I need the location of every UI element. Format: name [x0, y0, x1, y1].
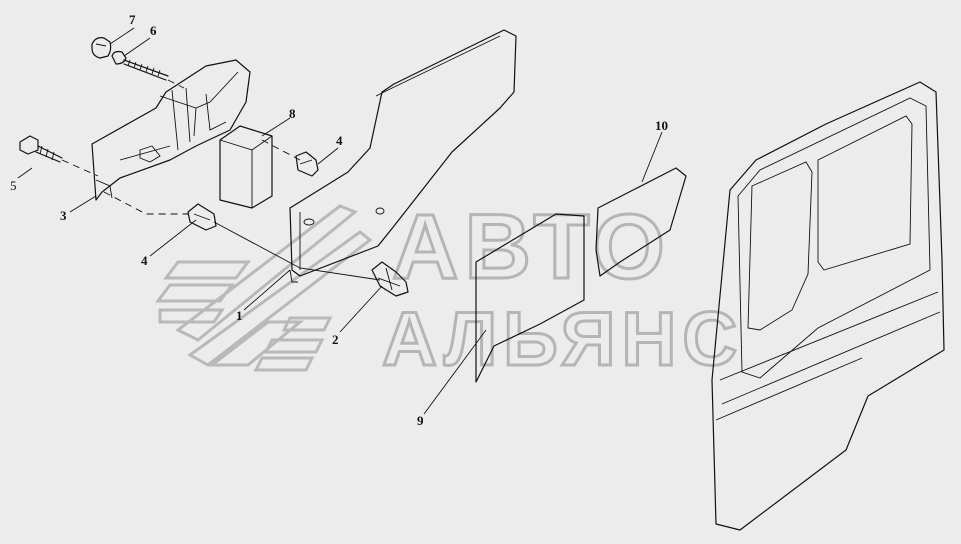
part-6-screw: [111, 50, 169, 81]
part-3-bracket: [91, 59, 251, 201]
callout-9: 9: [417, 413, 424, 428]
callout-1: 1: [236, 308, 243, 323]
part-4-clip-lower: [187, 203, 217, 231]
watermark-line2: АЛЬЯНС: [382, 297, 743, 382]
watermark-line1: АВТО: [392, 196, 671, 298]
part-5-bolt: [19, 135, 63, 163]
part-9-panel: [475, 213, 585, 383]
part-4-clip-upper: [295, 151, 319, 177]
part-7-cap: [91, 37, 112, 59]
leader-lines: [17, 27, 663, 415]
callout-4-lower: 4: [141, 253, 148, 268]
callout-6: 6: [150, 23, 157, 38]
part-8-block: [219, 125, 273, 209]
callout-5: 5: [10, 178, 17, 193]
part-10-trim: [595, 167, 687, 277]
callout-3: 3: [60, 208, 67, 223]
watermark-logo: [155, 204, 373, 372]
callout-10: 10: [655, 118, 668, 133]
callout-8: 8: [289, 106, 296, 121]
assembly-lines: [61, 79, 301, 215]
callout-7: 7: [129, 12, 136, 27]
part-2-latch: [371, 261, 409, 297]
callout-2: 2: [332, 332, 339, 347]
cab-door: [711, 81, 945, 531]
callout-4-upper: 4: [336, 133, 343, 148]
callout-labels: 7 6 8 4 5 3 4 1 2 9 10: [10, 12, 668, 428]
part-1-panel: [289, 29, 517, 283]
